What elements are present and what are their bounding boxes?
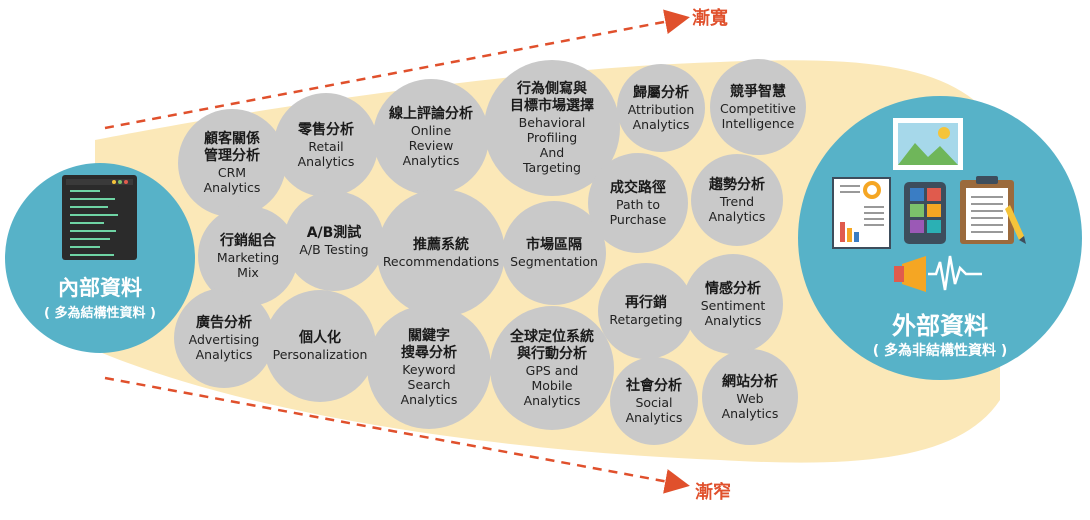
- bubble-title-zh: 廣告分析: [196, 314, 252, 331]
- bubble-title-zh: 個人化: [299, 330, 341, 346]
- bubble-title-en: Trend Analytics: [708, 193, 766, 224]
- bubble-title-en: Retargeting: [609, 312, 683, 327]
- bubble-title-en: Online Review Analytics: [402, 123, 460, 168]
- bubble-title-en: Personalization: [272, 347, 368, 362]
- narrow-arrow: [104, 376, 690, 494]
- widen-label: 漸寬: [692, 8, 728, 29]
- external-data-title: 外部資料: [892, 312, 988, 340]
- internal-data-subtitle: ( 多為結構性資料 ): [44, 306, 156, 321]
- bubble-title-zh: 顧客關係 管理分析: [204, 131, 260, 164]
- clipboard-icon: [960, 176, 1026, 244]
- bubble-title-zh: 行銷組合: [220, 232, 276, 249]
- bubble-title-en: Behavioral Profiling And Targeting: [518, 115, 586, 175]
- bubble-title-zh: A/B測試: [306, 225, 362, 241]
- bubble-title-en: GPS and Mobile Analytics: [523, 362, 581, 408]
- smartphone-icon: [904, 182, 946, 244]
- narrow-label: 漸窄: [695, 482, 731, 503]
- internal-data-title: 內部資料: [58, 276, 142, 300]
- bubble-title-zh: 競爭智慧: [730, 83, 786, 100]
- bubble-title-en: Social Analytics: [625, 394, 683, 425]
- bubble-title-zh: 市場區隔: [526, 237, 582, 253]
- bubble-title-zh: 網站分析: [722, 373, 778, 390]
- bubble-title-en: Recommendations: [382, 254, 500, 269]
- bubble-title-zh: 行為側寫與 目標市場選擇: [510, 81, 594, 114]
- bubble-title-en: Attribution Analytics: [627, 101, 695, 132]
- report-document-icon: [832, 177, 891, 249]
- bubble-title-en: A/B Testing: [299, 242, 369, 257]
- bubble-title-zh: 線上評論分析: [389, 106, 473, 122]
- bubble-title-zh: 情感分析: [705, 280, 761, 297]
- bubble-title-zh: 關鍵字 搜尋分析: [401, 327, 457, 361]
- bubble-title-en: Segmentation: [510, 254, 598, 269]
- bubble-title-zh: 推薦系統: [413, 237, 469, 253]
- widen-arrow: [104, 9, 690, 130]
- bubble-title-en: Marketing Mix: [216, 249, 280, 280]
- bubble-title-zh: 歸屬分析: [633, 84, 689, 101]
- megaphone-icon: [894, 255, 982, 292]
- bubble-title-en: CRM Analytics: [203, 165, 261, 195]
- bubble-title-en: Keyword Search Analytics: [400, 361, 458, 407]
- bubble-title-zh: 全球定位系統 與行動分析: [510, 328, 594, 362]
- bubble-title-zh: 零售分析: [298, 121, 354, 138]
- external-data-subtitle: ( 多為非結構性資料 ): [872, 343, 1008, 359]
- bubble-title-en: Competitive Intelligence: [719, 100, 796, 131]
- bubble-title-zh: 趨勢分析: [709, 176, 765, 193]
- picture-icon: [893, 118, 963, 170]
- bubble-title-en: Retail Analytics: [297, 138, 355, 169]
- bubble-title-en: Path to Purchase: [609, 196, 667, 227]
- monitor-icon: [62, 175, 137, 260]
- bubble-title-en: Web Analytics: [721, 390, 779, 421]
- bubble-title-zh: 社會分析: [626, 377, 682, 394]
- bubble-title-zh: 再行銷: [625, 295, 667, 311]
- bubble-title-en: Advertising Analytics: [188, 331, 260, 362]
- bubble-title-zh: 成交路徑: [610, 179, 666, 196]
- bubble-title-en: Sentiment Analytics: [700, 297, 766, 328]
